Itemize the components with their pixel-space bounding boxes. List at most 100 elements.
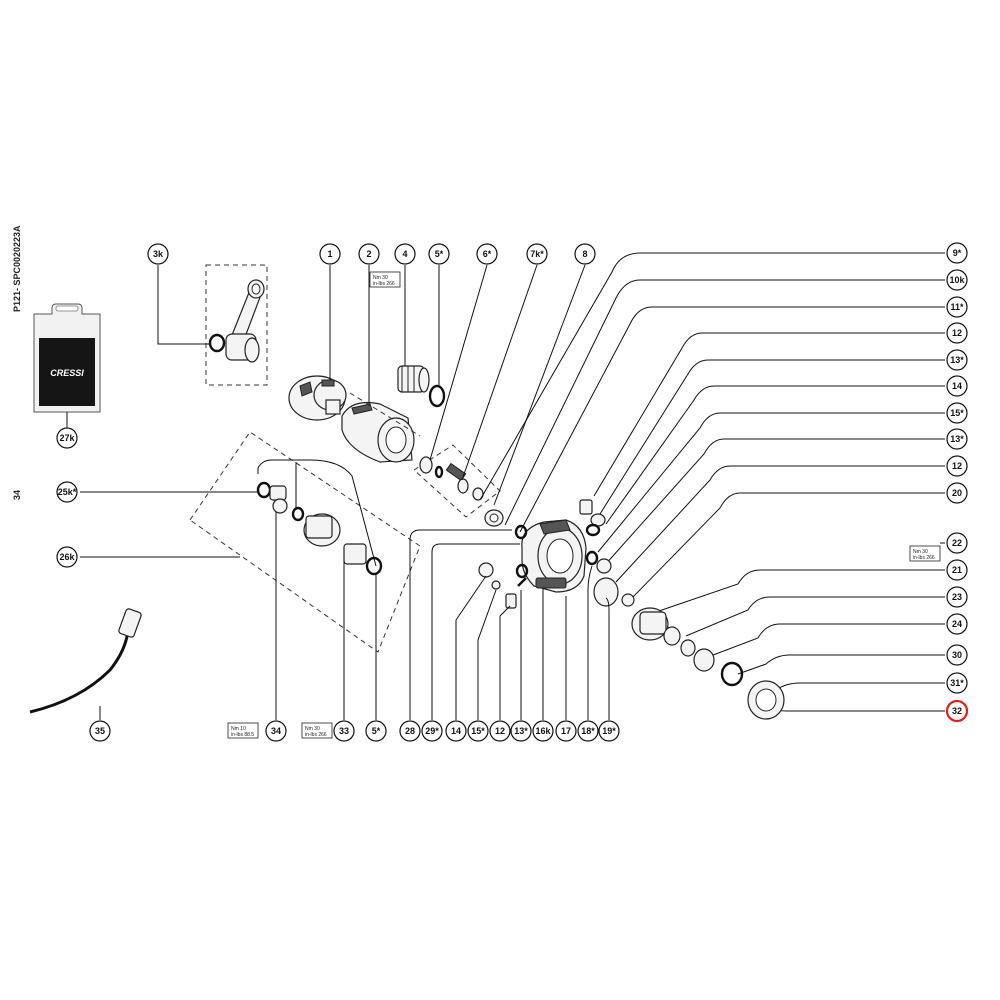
callout-text: 14 [952, 381, 962, 391]
right-assembly [585, 550, 785, 720]
svg-text:Nm 30: Nm 30 [913, 549, 928, 555]
callout-text: 20 [952, 488, 962, 498]
callout-text: 34 [271, 726, 281, 736]
callout-text: 8 [582, 249, 587, 259]
callout-circle [946, 296, 968, 318]
callout-circle [445, 720, 467, 742]
callout-31: 31* [946, 672, 968, 694]
callout-text: 13* [950, 434, 964, 444]
callout-7k: 7k* [526, 243, 548, 265]
callout-circle [358, 243, 380, 265]
callout-3k: 3k [147, 243, 169, 265]
page-number: 34 [12, 490, 22, 500]
callout-text: 21 [952, 565, 962, 575]
piston-group [413, 264, 538, 518]
callout-8: 8 [574, 243, 596, 265]
callout-17: 17 [555, 720, 577, 742]
callout-circle [574, 243, 596, 265]
svg-text:Nm 30: Nm 30 [305, 726, 320, 732]
callout-5a: 5* [428, 243, 450, 265]
svg-text:in-lbs 266: in-lbs 266 [373, 281, 395, 287]
callout-circle [333, 720, 355, 742]
callout-35: 35 [89, 720, 111, 742]
right-leaders [479, 252, 945, 712]
hp-seat [397, 265, 446, 408]
callout-16k: 16k [532, 720, 554, 742]
callout-circle [946, 613, 968, 635]
callout-4: 4 [394, 243, 416, 265]
callout-28: 28 [399, 720, 421, 742]
callout-text: 22 [952, 538, 962, 548]
callout-circle [946, 242, 968, 264]
callout-12a: 12 [946, 322, 968, 344]
highlight-circle [945, 699, 969, 723]
callout-text: 12 [495, 726, 505, 736]
callout-circle [946, 482, 968, 504]
callout-circle [946, 672, 968, 694]
callout-2: 2 [358, 243, 380, 265]
callout-text: 12 [952, 461, 962, 471]
callout-circle [946, 532, 968, 554]
callout-12c: 12 [489, 720, 511, 742]
callout-circle [489, 720, 511, 742]
callout-20: 20 [946, 482, 968, 504]
callout-circle [946, 455, 968, 477]
callout-14a: 14 [946, 375, 968, 397]
top-valve [579, 499, 606, 537]
callout-circle [510, 720, 532, 742]
callout-text: 24 [952, 619, 962, 629]
callout-11: 11* [946, 296, 968, 318]
callout-circle [265, 720, 287, 742]
callout-text: 13* [514, 726, 528, 736]
callout-13b: 13* [946, 428, 968, 450]
callout-text: 5* [372, 726, 381, 736]
callout-circle [394, 243, 416, 265]
callout-text: 15* [471, 726, 485, 736]
torque-box-part-33: Nm 30 in-lbs 266 [301, 722, 333, 739]
callout-circle [946, 402, 968, 424]
callout-15b: 15* [467, 720, 489, 742]
callout-circle [946, 559, 968, 581]
svg-text:in-lbs 266: in-lbs 266 [305, 732, 327, 738]
callout-circle [428, 243, 450, 265]
callout-6: 6* [476, 243, 498, 265]
hose [29, 608, 142, 720]
callout-circle [526, 243, 548, 265]
callout-22: 22 [946, 532, 968, 554]
callout-circle [577, 720, 599, 742]
callout-27k: 27k [56, 427, 78, 449]
callout-1: 1 [319, 243, 341, 265]
callout-23: 23 [946, 586, 968, 608]
callout-text: 15* [950, 408, 964, 418]
callout-text: 3k [153, 249, 164, 259]
callout-circle [946, 428, 968, 450]
callout-text: 17 [561, 726, 571, 736]
callout-circle [399, 720, 421, 742]
svg-text:Nm 30: Nm 30 [373, 275, 388, 281]
callout-circle [946, 322, 968, 344]
callout-text: 14 [451, 726, 461, 736]
first-stage-body [341, 265, 421, 463]
callout-text: 31* [950, 678, 964, 688]
callout-10k: 10k [946, 269, 968, 291]
spare-kit-package: CRESSI [33, 303, 101, 428]
callout-circle [555, 720, 577, 742]
svg-text:Nm 10: Nm 10 [231, 726, 246, 732]
callout-circle [147, 243, 169, 265]
callout-34: 34 [265, 720, 287, 742]
callout-circle [476, 243, 498, 265]
callout-15a: 15* [946, 402, 968, 424]
callout-circle [946, 644, 968, 666]
callout-circle [56, 546, 78, 568]
callout-text: 16k [535, 726, 551, 736]
callout-13c: 13* [510, 720, 532, 742]
callout-circle [946, 349, 968, 371]
callout-29: 29* [421, 720, 443, 742]
callout-text: 28 [405, 726, 415, 736]
callout-9: 9* [946, 242, 968, 264]
callout-text: 30 [952, 650, 962, 660]
callout-text: 33 [339, 726, 349, 736]
callout-text: 13* [950, 355, 964, 365]
svg-text:in-lbs 266: in-lbs 266 [913, 555, 935, 561]
